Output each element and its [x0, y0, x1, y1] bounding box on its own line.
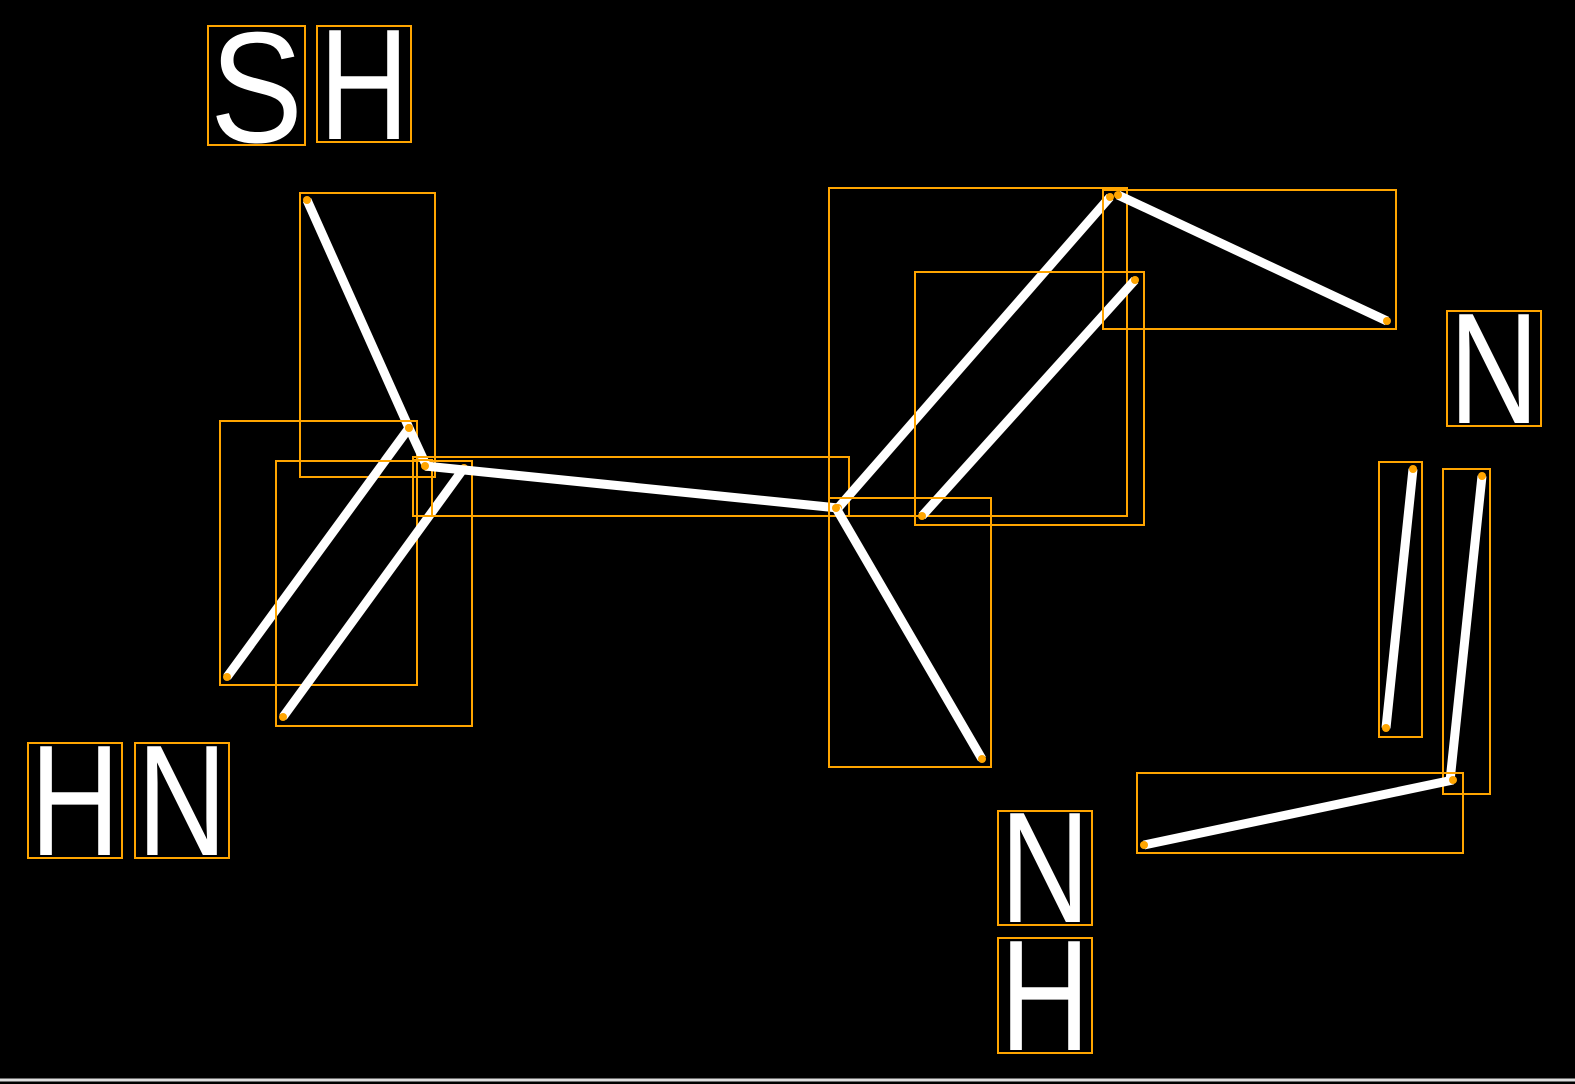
- bonds-layer: [219, 187, 1491, 854]
- bond-bounding-box: [275, 460, 473, 727]
- bond-bounding-box: [1442, 468, 1491, 795]
- bond-line: [1143, 775, 1454, 850]
- bond-bounding-box: [1378, 461, 1423, 738]
- atom-label-sh-h: H: [319, 0, 409, 173]
- bond-bounding-box: [412, 456, 850, 517]
- bond-bounding-box: [828, 187, 1128, 517]
- bond-line: [834, 194, 1114, 511]
- atom-bounding-box: [134, 742, 230, 859]
- atom-bounding-box: [316, 25, 412, 143]
- bond-endpoint: [1114, 191, 1122, 199]
- atom-label-sh-s: S: [210, 0, 303, 176]
- bond-bounding-box: [914, 271, 1145, 526]
- bond-endpoint: [405, 424, 413, 432]
- atom-label-hn-n: N: [137, 713, 227, 889]
- bond-endpoint: [1449, 776, 1457, 784]
- bond-endpoint: [303, 196, 311, 204]
- bond-bounding-box: [828, 497, 992, 768]
- bond-line: [1116, 190, 1389, 326]
- bond-endpoint: [918, 512, 926, 520]
- bond-endpoint: [1478, 472, 1486, 480]
- bond-endpoint: [1409, 465, 1417, 473]
- atom-label-nh-n: N: [1000, 780, 1090, 956]
- bond-endpoint: [1106, 193, 1114, 201]
- atom-label-nh-h: H: [1000, 908, 1090, 1084]
- bond-endpoint: [978, 755, 986, 763]
- bond-line: [424, 461, 839, 513]
- bond-line: [918, 276, 1139, 520]
- atom-label-hn-h: H: [30, 713, 120, 889]
- bond-line: [279, 465, 468, 720]
- bond-line: [832, 505, 986, 762]
- bond-bounding-box: [299, 192, 436, 478]
- bond-line: [302, 198, 414, 430]
- atom-label-n-right: N: [1449, 281, 1539, 457]
- bond-endpoint: [832, 504, 840, 512]
- bond-bounding-box: [1136, 772, 1464, 854]
- bond-endpoint: [1382, 724, 1390, 732]
- bond-endpoint: [1131, 276, 1139, 284]
- atom-bounding-box: [207, 25, 306, 146]
- atom-bounding-box: [997, 810, 1093, 926]
- bond-endpoint: [1383, 317, 1391, 325]
- bond-bounding-box: [1102, 189, 1397, 330]
- atom-bounding-box: [997, 937, 1093, 1054]
- bond-endpoint: [1140, 841, 1148, 849]
- bond-line: [223, 425, 413, 680]
- bond-endpoint: [421, 462, 429, 470]
- bond-endpoint: [223, 673, 231, 681]
- bond-line: [1381, 468, 1418, 729]
- bond-line: [1445, 475, 1487, 782]
- atom-bounding-box: [1446, 310, 1542, 427]
- bond-endpoint: [279, 713, 287, 721]
- bond-bounding-box: [219, 420, 418, 686]
- atom-bounding-box: [27, 742, 123, 859]
